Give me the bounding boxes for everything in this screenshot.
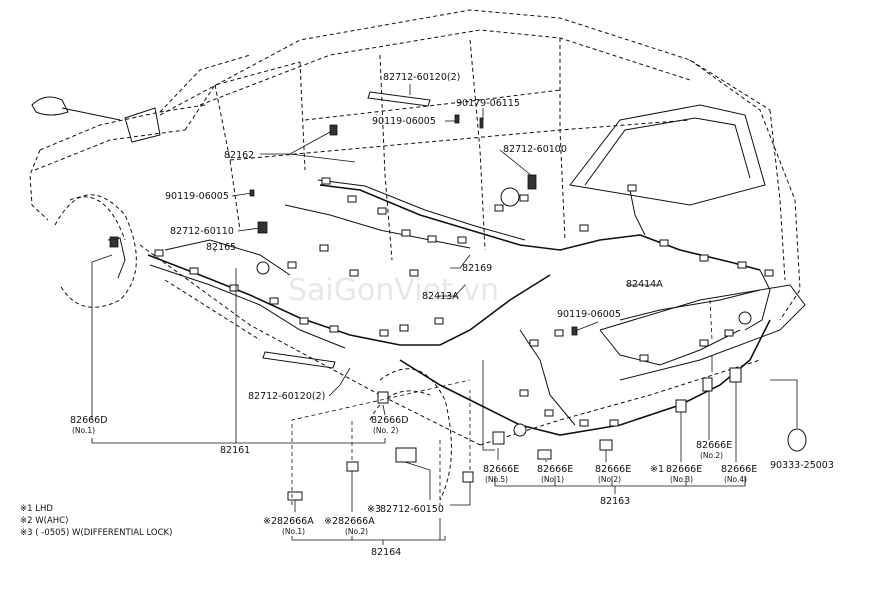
label-90333-25003: 90333-25003	[770, 460, 834, 471]
footnotes: ※1 LHD ※2 W(AHC) ※3 ( -0505) W(DIFFERENT…	[20, 504, 172, 538]
label-82666d-no1-sub: (No.1)	[72, 426, 95, 435]
label-82666e-no3-sub: (No.3)	[670, 475, 693, 484]
label-82666e-no3-prefix: ※1	[650, 464, 664, 475]
label-82712-60120-2-bottom: 82712-60120(2)	[248, 391, 325, 402]
label-82666d-no2: 82666D	[371, 415, 409, 426]
label-82666d-no1: 82666D	[70, 415, 108, 426]
connector-82666e-no5-shape	[492, 431, 505, 445]
label-82666e-no3: 82666E	[666, 464, 702, 475]
label-82712-60100: 82712-60100	[503, 144, 567, 155]
label-82712-60110: 82712-60110	[170, 226, 234, 237]
label-82666a-no1: 82666A	[277, 516, 314, 527]
label-82666e-no5: 82666E	[483, 464, 519, 475]
label-82666d-no2-sub: (No. 2)	[373, 426, 399, 435]
label-82666a-no1-prefix: ※2	[263, 516, 277, 527]
part-labels: 82712-60120(2) 90179-06115 90119-06005 8…	[70, 72, 834, 558]
wire-harness-main	[107, 179, 771, 436]
label-82165: 82165	[206, 242, 236, 253]
label-90179-06115: 90179-06115	[456, 98, 520, 109]
label-82666e-no2b: 82666E	[696, 440, 732, 451]
label-90119-06005-right: 90119-06005	[557, 309, 621, 320]
label-82666a-no2-prefix: ※2	[324, 516, 338, 527]
label-82666e-no2-sub: (No.2)	[598, 475, 621, 484]
label-82666a-no2-sub: (No.2)	[345, 527, 368, 536]
label-82666e-no2b-sub: (No.2)	[700, 451, 723, 460]
label-82163: 82163	[600, 496, 630, 507]
label-82666e-no4: 82666E	[721, 464, 757, 475]
vehicle-body-outline	[29, 9, 806, 501]
footnote-differential-lock: ※3 ( -0505) W(DIFFERENTIAL LOCK)	[20, 528, 172, 538]
label-82161: 82161	[220, 445, 250, 456]
label-82712-60150: 82712-60150	[380, 504, 444, 515]
leader-lines	[91, 84, 798, 545]
label-82162: 82162	[224, 150, 254, 161]
label-82169: 82169	[462, 263, 492, 274]
footnote-lhd: ※1 LHD	[20, 504, 53, 514]
label-82666e-no1-sub: (No.1)	[541, 475, 564, 484]
label-82666a-no2: 82666A	[338, 516, 375, 527]
label-82666e-no5-sub: (No.5)	[485, 475, 508, 484]
label-82666e-no4-sub: (No.4)	[724, 475, 747, 484]
label-82712-60120-2-top: 82712-60120(2)	[383, 72, 460, 83]
label-90119-06005-top: 90119-06005	[372, 116, 436, 127]
plug-90333-shape	[787, 428, 807, 452]
label-82666e-no1: 82666E	[537, 464, 573, 475]
label-82666e-no2: 82666E	[595, 464, 631, 475]
label-82666a-no1-sub: (No.1)	[282, 527, 305, 536]
label-82164: 82164	[371, 547, 401, 558]
label-82414a: 82414A	[626, 279, 663, 290]
watermark: SaiGonViet.vn	[288, 273, 499, 308]
label-82413a: 82413A	[422, 291, 459, 302]
label-82712-60150-prefix: ※3	[367, 504, 381, 515]
footnote-ahc: ※2 W(AHC)	[20, 516, 68, 526]
label-90119-06005-left: 90119-06005	[165, 191, 229, 202]
